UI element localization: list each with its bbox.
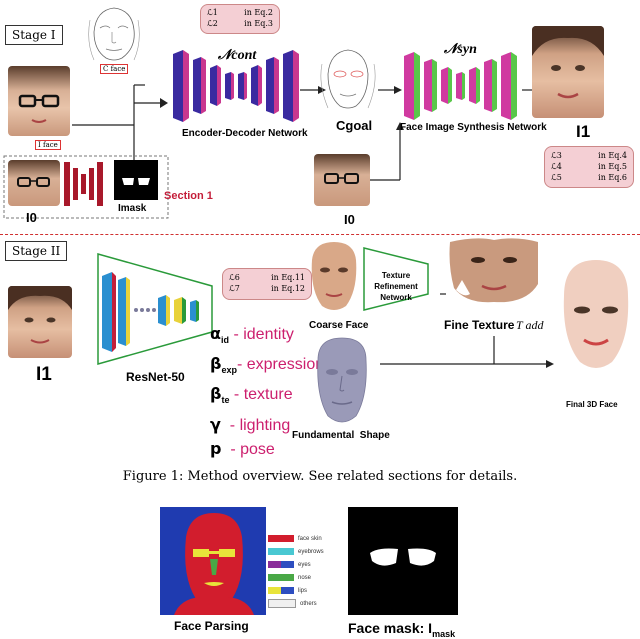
loss-symbol: ℒ5 <box>551 172 562 182</box>
loss-symbol: ℒ6 <box>229 273 240 282</box>
loss-box-stage2: ℒ6 in Eq.11 ℒ7 in Eq.12 <box>222 268 312 300</box>
legend-item: eyes <box>268 558 324 571</box>
face-mask-label: Face mask: Imask <box>348 620 456 639</box>
face-parsing-label: Face Parsing <box>174 619 249 633</box>
i1-label-stage2: I1 <box>36 364 52 385</box>
stage-1-label: Stage I <box>5 25 63 45</box>
fine-texture-image <box>446 236 542 306</box>
param-texture: βte - texture <box>210 384 293 406</box>
imask-image <box>114 160 158 200</box>
nsyn-label: 𝒩syn <box>444 42 477 57</box>
output-face-i1 <box>532 26 604 118</box>
fundamental-shape-image <box>310 336 374 428</box>
legend-item: face skin <box>268 532 324 545</box>
loss-ref: in Eq.5 <box>598 161 627 171</box>
stage-2-label: Stage II <box>5 241 68 261</box>
section-1-label: Section 1 <box>164 190 213 202</box>
synthesis-network-label: Face Image Synthesis Network <box>400 122 547 133</box>
i0-label-section: I0 <box>26 210 37 225</box>
texture-refinement-label: Texture Refinement Network <box>374 271 418 302</box>
sketch-face-image <box>82 2 144 64</box>
face-i0-section <box>8 160 60 206</box>
loss-symbol: ℒ3 <box>551 151 562 160</box>
resnet-diagram <box>97 253 213 365</box>
param-pose: p - pose <box>210 438 275 458</box>
cgoal-sketch-image <box>318 44 378 114</box>
tadd-label: T add <box>516 318 544 332</box>
ncont-label: 𝒩cont <box>218 48 257 63</box>
legend-item: eyebrows <box>268 545 324 558</box>
i0-label-middle: I0 <box>344 212 355 227</box>
loss-ref: in Eq.2 <box>244 8 273 17</box>
figure-caption: Figure 1: Method overview. See related s… <box>122 469 518 484</box>
coarse-face-image <box>306 240 362 314</box>
i1-label: I1 <box>576 122 591 141</box>
cgoal-label: Cgoal <box>336 118 373 133</box>
loss-symbol: ℒ4 <box>551 161 562 171</box>
fundamental-shape-label: Fundamental Shape <box>292 430 390 441</box>
legend-item: nose <box>268 571 324 584</box>
loss-ref: in Eq.4 <box>598 151 627 160</box>
loss-ref: in Eq.3 <box>244 18 273 28</box>
input-face-stage2 <box>8 286 72 358</box>
encoder-decoder-network-diagram <box>173 50 299 122</box>
coarse-face-label: Coarse Face <box>309 320 369 331</box>
iface-label: I face <box>35 140 61 150</box>
loss-ref: in Eq.11 <box>271 273 305 282</box>
mask-network-diagram <box>64 162 103 206</box>
loss-ref: in Eq.6 <box>598 172 627 182</box>
loss-symbol: ℒ7 <box>229 283 240 293</box>
stage2-flow-lines <box>380 293 554 368</box>
loss-symbol: ℒ1 <box>207 8 218 17</box>
legend-item: others <box>268 597 324 610</box>
loss-box-synthesis: ℒ3 in Eq.4 ℒ4 in Eq.5 ℒ5 in Eq.6 <box>544 146 634 189</box>
param-expression: βexp- expression <box>210 354 325 376</box>
final-3d-face-image <box>556 256 636 376</box>
loss-ref: in Eq.12 <box>271 283 305 293</box>
parameter-list: αid - identity βexp- expression βte - te… <box>210 322 324 461</box>
face-i0-middle <box>314 154 370 206</box>
encoder-decoder-label: Encoder-Decoder Network <box>182 128 308 139</box>
imask-label: Imask <box>118 203 147 214</box>
param-identity: αid - identity <box>210 324 294 346</box>
fine-texture-label: Fine Texture <box>444 318 515 332</box>
loss-symbol: ℒ2 <box>207 18 218 28</box>
input-face-photo <box>8 66 70 136</box>
synthesis-network-diagram <box>404 52 517 120</box>
legend-item: lips <box>268 584 324 597</box>
resnet-label: ResNet-50 <box>126 370 185 384</box>
loss-box-encoder: ℒ1 in Eq.2 ℒ2 in Eq.3 <box>200 4 280 34</box>
parsing-legend: face skin eyebrows eyes nose lips others <box>268 532 324 610</box>
cface-label: C face <box>100 64 129 74</box>
face-mask-image <box>348 507 458 615</box>
param-lighting: γ - lighting <box>210 414 291 434</box>
face-parsing-image <box>160 507 266 615</box>
texture-refinement-box <box>363 247 429 311</box>
final-3d-face-label: Final 3D Face <box>566 400 618 409</box>
stage-divider <box>0 234 640 235</box>
